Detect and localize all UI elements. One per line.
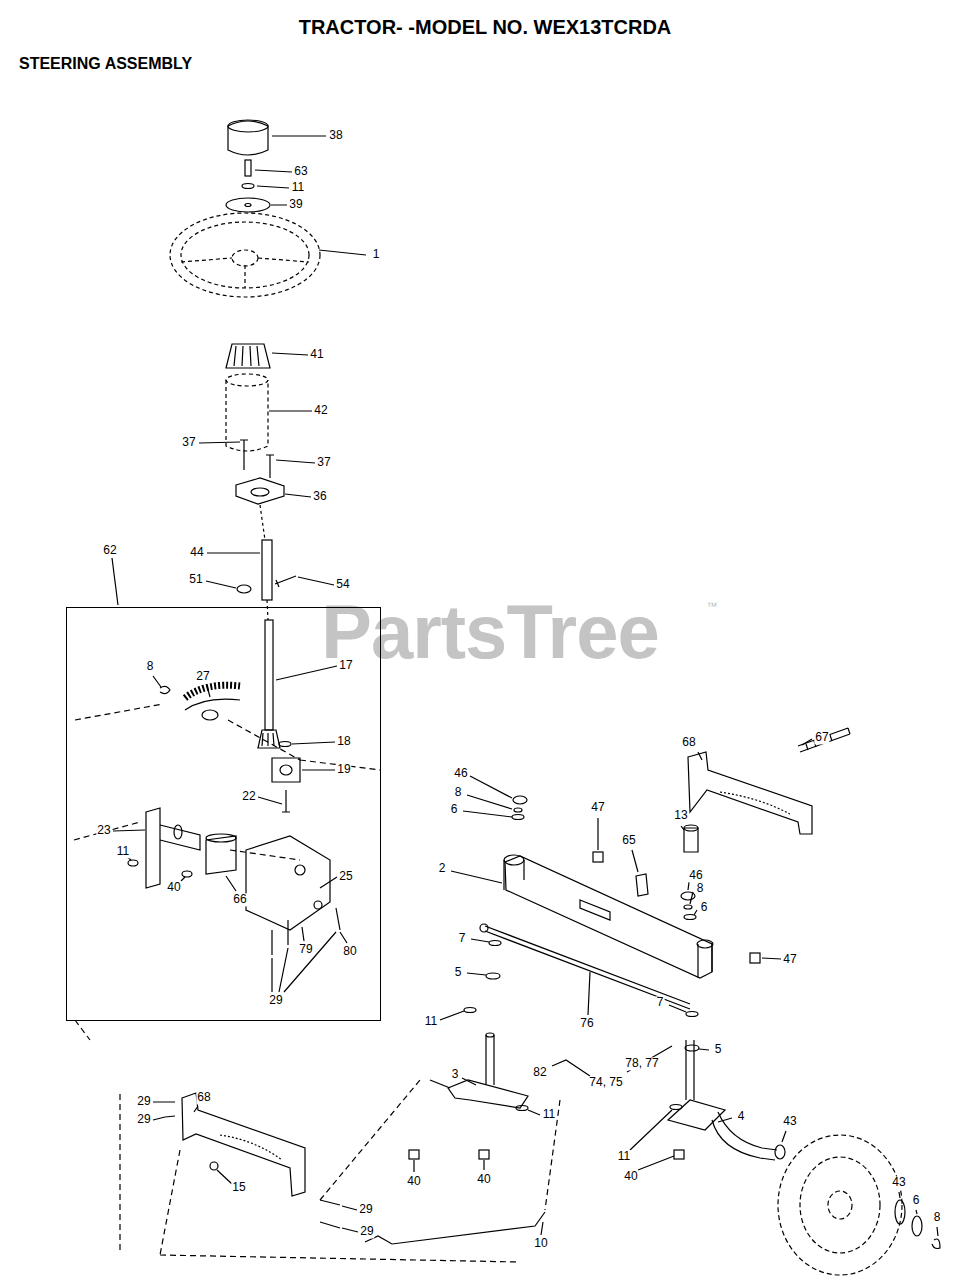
callout-number: 5 xyxy=(454,966,463,979)
callout-number: 15 xyxy=(231,1181,246,1194)
callout-number: 19 xyxy=(336,763,351,776)
group-box: 62 xyxy=(66,607,381,1021)
callout-number: 36 xyxy=(312,490,327,503)
callout-number: 43 xyxy=(891,1176,906,1189)
callout-number: 27 xyxy=(195,670,210,683)
callout-number: 54 xyxy=(335,578,350,591)
callout-number: 6 xyxy=(700,901,709,914)
callout-number: 11 xyxy=(116,845,130,858)
callout-number: 23 xyxy=(96,824,111,837)
callout-number: 63 xyxy=(293,165,308,178)
callout-number: 40 xyxy=(476,1173,491,1186)
callout-number: 17 xyxy=(338,659,353,672)
callout-number: 29 xyxy=(136,1095,151,1108)
watermark: PartsTree xyxy=(320,590,659,674)
watermark: ™ xyxy=(706,600,719,612)
callout-number: 41 xyxy=(309,348,324,361)
callout-number: 44 xyxy=(189,546,204,559)
callout-number: 18 xyxy=(336,735,351,748)
callout-number: 40 xyxy=(166,881,181,894)
callout-number: 8 xyxy=(696,882,705,895)
callout-number: 51 xyxy=(188,573,203,586)
callout-number: 78, 77 xyxy=(624,1057,659,1070)
callout-number: 4 xyxy=(737,1110,746,1123)
callout-number: 3 xyxy=(451,1068,460,1081)
callout-number: 62 xyxy=(102,543,117,557)
callout-number: 8 xyxy=(454,786,463,799)
callout-number: 37 xyxy=(316,456,331,469)
callout-number: 29 xyxy=(359,1225,374,1238)
callout-number: 2 xyxy=(438,862,447,875)
callout-number: 46 xyxy=(453,767,468,780)
callout-number: 29 xyxy=(136,1113,151,1126)
callout-number: 11 xyxy=(291,181,305,194)
callout-number: 6 xyxy=(912,1194,921,1207)
callout-number: 37 xyxy=(181,436,196,449)
callout-number: 68 xyxy=(196,1091,211,1104)
callout-number: 38 xyxy=(328,129,343,142)
callout-number: 46 xyxy=(688,869,703,882)
callout-number: 13 xyxy=(673,809,688,822)
callout-number: 8 xyxy=(933,1211,942,1224)
callout-number: 29 xyxy=(358,1203,373,1216)
callout-number: 1 xyxy=(372,248,381,261)
callout-number: 6 xyxy=(450,803,459,816)
callout-number: 76 xyxy=(579,1017,594,1030)
callout-number: 11 xyxy=(542,1108,556,1121)
callout-number: 43 xyxy=(782,1115,797,1128)
section-heading: STEERING ASSEMBLY xyxy=(18,55,193,73)
callout-number: 5 xyxy=(714,1043,723,1056)
callout-number: 42 xyxy=(313,404,328,417)
callout-number: 10 xyxy=(533,1237,548,1250)
callout-number: 7 xyxy=(656,996,665,1009)
callout-number: 39 xyxy=(288,198,303,211)
callout-number: 11 xyxy=(424,1015,438,1028)
callout-number: 29 xyxy=(268,994,283,1007)
callout-number: 40 xyxy=(623,1170,638,1183)
page-title: TRACTOR- -MODEL NO. WEX13TCRDA xyxy=(299,16,672,39)
callout-number: 47 xyxy=(782,953,797,966)
callout-number: 79 xyxy=(298,943,313,956)
callout-number: 7 xyxy=(458,932,467,945)
callout-number: 80 xyxy=(342,945,357,958)
callout-number: 66 xyxy=(232,893,247,906)
callout-number: 40 xyxy=(406,1175,421,1188)
callout-number: 74, 75 xyxy=(588,1076,623,1089)
callout-number: 11 xyxy=(617,1150,631,1163)
callout-number: 67 xyxy=(814,731,829,744)
callout-number: 25 xyxy=(338,870,353,883)
callout-number: 68 xyxy=(681,736,696,749)
callout-number: 22 xyxy=(241,790,256,803)
callout-number: 8 xyxy=(146,660,155,673)
callout-number: 65 xyxy=(621,834,636,847)
callout-number: 47 xyxy=(590,801,605,814)
callout-number: 82 xyxy=(532,1066,547,1079)
